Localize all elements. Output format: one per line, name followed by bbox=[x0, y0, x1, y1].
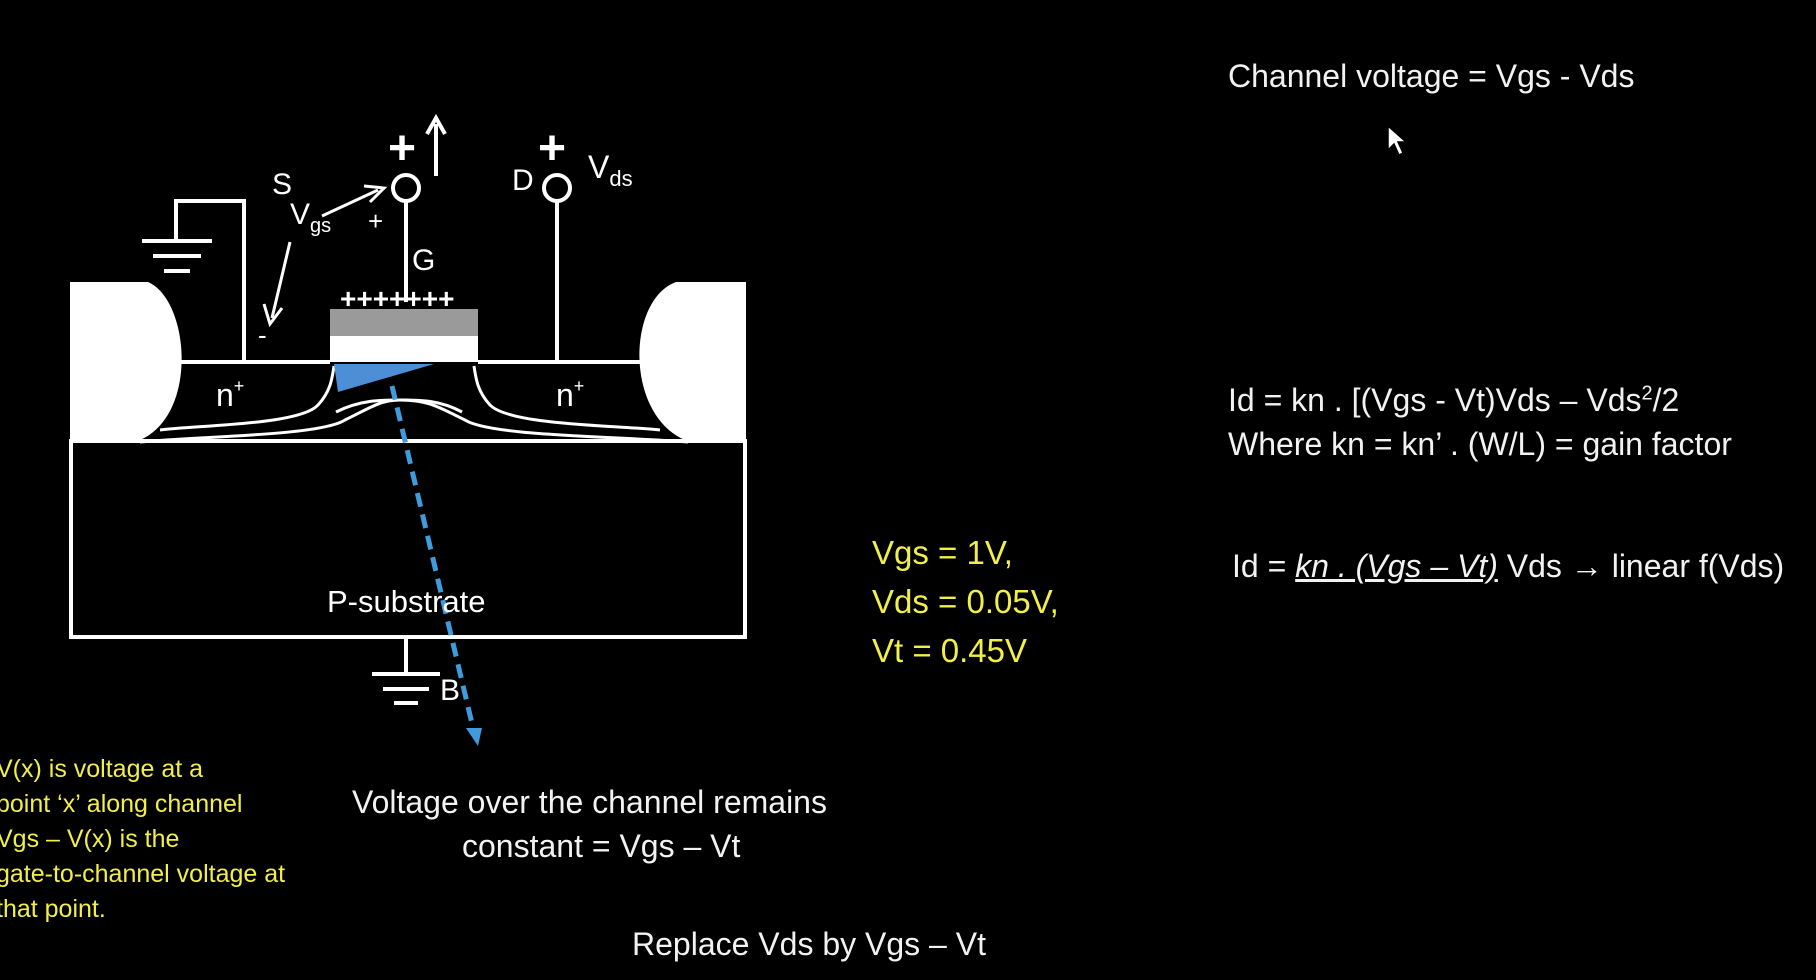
vgs-value: Vgs = 1V, bbox=[872, 534, 1013, 571]
right-isolation-region bbox=[639, 282, 746, 442]
vgs-arrow-down-line bbox=[270, 241, 292, 319]
minus-vgs-label: - bbox=[258, 320, 267, 350]
nplus-left-boundary-inner bbox=[159, 365, 336, 432]
body-label: B bbox=[440, 674, 460, 707]
field-arrow-line bbox=[389, 385, 477, 733]
nplus-right-boundary-outer bbox=[399, 398, 689, 444]
plus-drain-terminal: + bbox=[538, 122, 566, 175]
vds-value: Vds = 0.05V, bbox=[872, 583, 1059, 620]
gain-factor-definition: Where kn = kn’ . (W/L) = gain factor bbox=[1228, 426, 1732, 462]
drain-current-equation: Id = kn . [(Vgs - Vt)Vds – Vds2/2 bbox=[1228, 382, 1679, 419]
nplus-right-label: n+ bbox=[556, 376, 584, 413]
vx-note-line4: gate-to-channel voltage at bbox=[0, 860, 286, 888]
vx-note-line1: V(x) is voltage at a bbox=[0, 755, 204, 783]
gate-oxide bbox=[330, 309, 478, 336]
gate-electrode bbox=[330, 336, 478, 362]
channel-constant-line2: constant = Vgs – Vt bbox=[462, 828, 741, 864]
field-arrow-head bbox=[466, 728, 482, 746]
linear-suffix: linear f(Vds) bbox=[1602, 548, 1785, 584]
gate-label: G bbox=[412, 244, 435, 277]
plus-gate-terminal: + bbox=[388, 122, 416, 175]
vgs-arrow-up-head bbox=[363, 184, 388, 204]
vx-note-line2: point ‘x’ along channel bbox=[0, 790, 243, 818]
drain-label: D bbox=[512, 164, 534, 197]
mouse-cursor-icon bbox=[1387, 124, 1408, 157]
drain-terminal bbox=[542, 173, 572, 203]
vx-note-line5: that point. bbox=[0, 895, 106, 923]
replace-vds-note: Replace Vds by Vgs – Vt bbox=[632, 926, 986, 962]
gate-charges-label: +++++++ bbox=[340, 283, 454, 314]
linear-middle: Vds bbox=[1497, 548, 1571, 584]
vx-note-line3: Vgs – V(x) is the bbox=[0, 825, 180, 853]
inversion-channel-wedge bbox=[334, 364, 434, 392]
vgs-arrow-up-line bbox=[321, 188, 379, 218]
vgs-label: Vgs bbox=[290, 198, 331, 237]
left-isolation-region bbox=[70, 282, 182, 442]
nplus-left-boundary-outer bbox=[139, 398, 401, 444]
nplus-left-label: n+ bbox=[216, 376, 244, 413]
id-eq-prefix: Id = kn . [(Vgs - Vt)Vds – Vds bbox=[1228, 382, 1642, 418]
vt-value: Vt = 0.45V bbox=[872, 632, 1028, 669]
source-label: S bbox=[272, 168, 292, 201]
linear-prefix: Id = bbox=[1232, 548, 1296, 584]
vds-label: Vds bbox=[588, 149, 633, 191]
gate-up-arrow-head bbox=[425, 113, 447, 135]
linear-region-equation: Id = kn . (Vgs – Vt) Vds → linear f(Vds) bbox=[1232, 548, 1784, 585]
vgs-arrow-down-head bbox=[262, 303, 284, 328]
linear-underlined: kn . (Vgs – Vt) bbox=[1295, 548, 1498, 584]
plus-vgs-label: + bbox=[368, 206, 383, 236]
linear-arrow-icon: → bbox=[1570, 548, 1603, 584]
substrate-label: P-substrate bbox=[327, 584, 486, 619]
gate-terminal bbox=[391, 173, 421, 203]
nplus-right-boundary-inner bbox=[472, 365, 661, 432]
channel-voltage-equation: Channel voltage = Vgs - Vds bbox=[1228, 58, 1635, 94]
id-eq-sup: 2 bbox=[1641, 382, 1653, 405]
id-eq-suffix: /2 bbox=[1652, 382, 1680, 418]
channel-constant-line1: Voltage over the channel remains bbox=[352, 784, 827, 820]
depletion-boundary bbox=[335, 398, 463, 414]
source-wire bbox=[174, 199, 246, 362]
